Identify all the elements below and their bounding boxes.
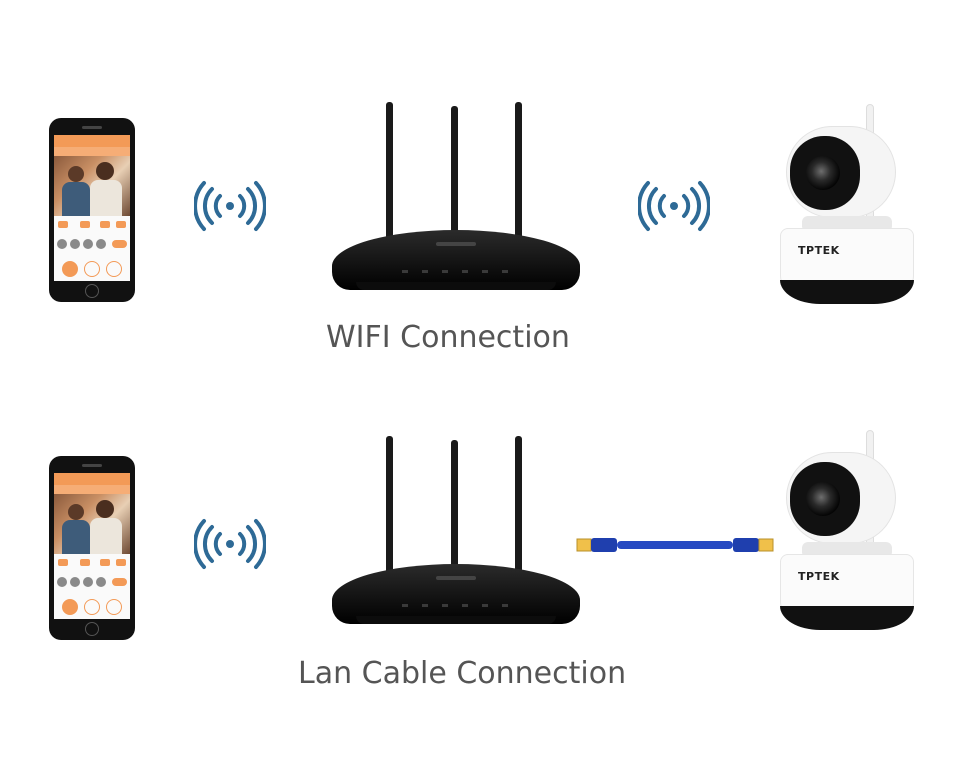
wifi-connection-row: TPTEK WIFI Connection [0,0,960,355]
camera-base-ring [780,280,914,304]
router-base [356,282,556,290]
speaker [82,464,102,467]
phone-screen [54,473,130,619]
router-body [332,564,580,624]
home-button [85,284,99,298]
router-base [356,616,556,624]
router-antenna [451,106,458,244]
ip-camera: TPTEK [780,430,916,630]
app-controls [54,599,130,617]
router-antenna [515,102,522,240]
camera-brand-logo: TPTEK [798,570,840,583]
app-controls [54,261,130,279]
camera-feed-image [54,494,130,554]
app-toolbar [54,557,130,569]
wireless-signal-icon [194,519,266,569]
smartphone [49,456,135,640]
status-bar [54,135,130,147]
lan-cable-connection-row: TPTEK Lan Cable Connection [0,0,960,691]
camera-feed-image [54,156,130,216]
connection-label: WIFI Connection [326,320,570,355]
camera-lens [806,156,840,190]
router-antenna [515,436,522,574]
connection-label: Lan Cable Connection [298,656,627,691]
router-logo [436,242,476,246]
router-logo [436,576,476,580]
app-header [54,147,130,156]
router-body [332,230,580,290]
camera-base [780,554,914,616]
router-antenna [451,440,458,578]
ethernet-cable [576,538,774,552]
preset-buttons [54,239,130,251]
ip-camera: TPTEK [780,104,916,304]
router-antenna [386,436,393,574]
router-leds [402,270,510,273]
camera-base-ring [780,606,914,630]
phone-screen [54,135,130,281]
wireless-signal-icon [194,181,266,231]
wireless-signal-icon [638,181,710,231]
status-bar [54,473,130,485]
router-leds [402,604,510,607]
home-button [85,622,99,636]
router-antenna [386,102,393,240]
camera-brand-logo: TPTEK [798,244,840,257]
app-header [54,485,130,494]
speaker [82,126,102,129]
wifi-router [332,102,582,297]
camera-lens [806,482,840,516]
wifi-router [332,436,582,631]
preset-buttons [54,577,130,589]
smartphone [49,118,135,302]
app-toolbar [54,219,130,231]
